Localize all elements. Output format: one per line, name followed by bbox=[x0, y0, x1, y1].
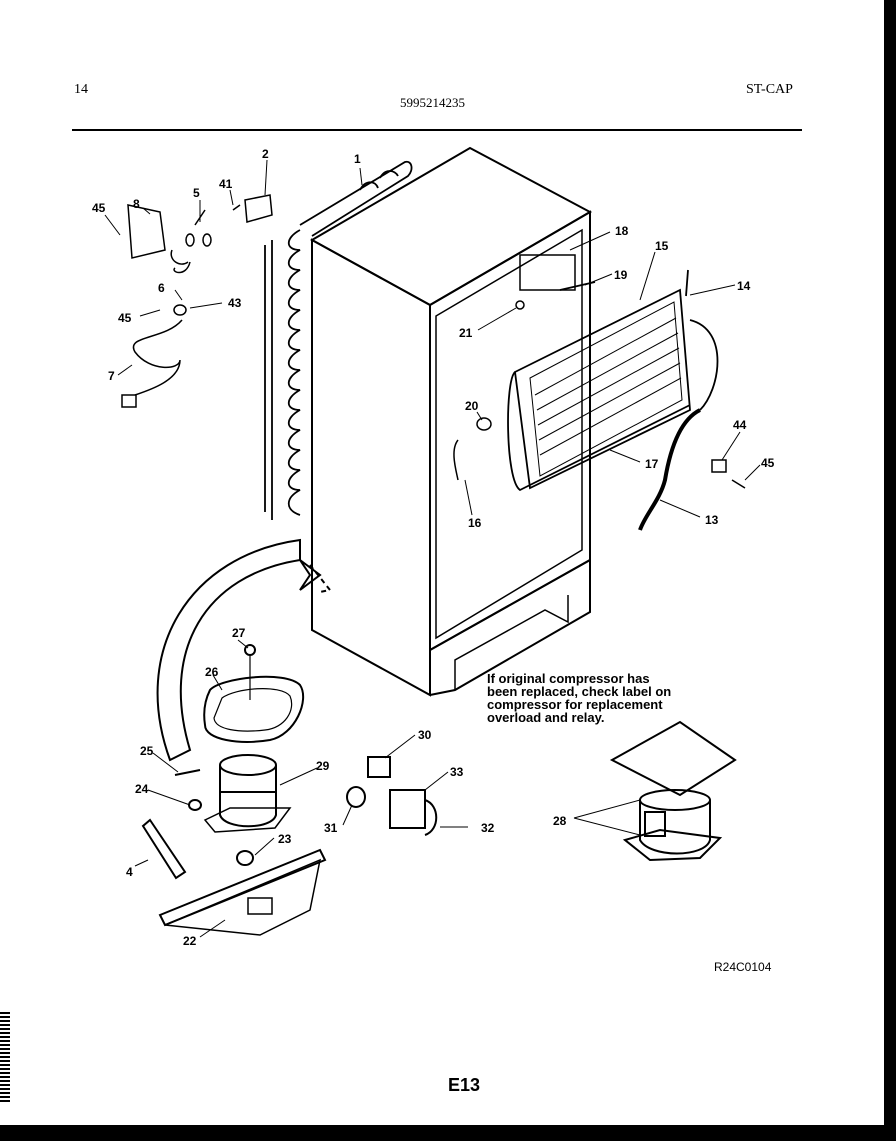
scan-edge-mark bbox=[0, 1012, 10, 1102]
callout-16: 16 bbox=[468, 516, 482, 530]
callout-7: 7 bbox=[108, 369, 115, 383]
power-cord-parts bbox=[121, 194, 273, 408]
callout-2: 2 bbox=[262, 147, 269, 161]
callout-numbers: 1 2 4 5 6 7 8 13 14 15 16 17 18 19 20 21… bbox=[92, 147, 775, 948]
condenser-coil bbox=[264, 160, 413, 520]
note-line: been replaced, check label on bbox=[487, 684, 672, 699]
callout-41: 41 bbox=[219, 177, 233, 191]
note-line: overload and relay. bbox=[487, 710, 605, 725]
drain-pan bbox=[203, 644, 305, 743]
base-parts bbox=[141, 818, 327, 936]
callout-19: 19 bbox=[614, 268, 628, 282]
callout-26: 26 bbox=[205, 665, 219, 679]
callout-45-right: 45 bbox=[761, 456, 775, 470]
header-rule bbox=[72, 129, 802, 131]
page-code: E13 bbox=[448, 1075, 481, 1095]
note-line: compressor for replacement bbox=[487, 697, 663, 712]
evaporator-assembly bbox=[507, 254, 719, 531]
compressor-replacement-note: If original compressor has been replaced… bbox=[487, 672, 727, 724]
compressor bbox=[174, 754, 292, 866]
callout-33: 33 bbox=[450, 765, 464, 779]
callout-18: 18 bbox=[615, 224, 629, 238]
callout-14: 14 bbox=[737, 279, 751, 293]
callout-24: 24 bbox=[135, 782, 149, 796]
callout-27: 27 bbox=[232, 626, 246, 640]
callout-5: 5 bbox=[193, 186, 200, 200]
callout-45-top: 45 bbox=[92, 201, 106, 215]
callout-6: 6 bbox=[158, 281, 165, 295]
callout-20: 20 bbox=[465, 399, 479, 413]
evaporator-small-parts bbox=[453, 300, 746, 489]
drain-tube bbox=[156, 538, 332, 762]
callout-23: 23 bbox=[278, 832, 292, 846]
callout-1: 1 bbox=[354, 152, 361, 166]
callout-43: 43 bbox=[228, 296, 242, 310]
callout-28: 28 bbox=[553, 814, 567, 828]
cabinet-illustration bbox=[309, 146, 593, 697]
callout-15: 15 bbox=[655, 239, 669, 253]
callout-31: 31 bbox=[324, 821, 338, 835]
page-number: 14 bbox=[74, 82, 88, 97]
callout-22: 22 bbox=[183, 934, 197, 948]
callout-4: 4 bbox=[126, 865, 133, 879]
callout-44: 44 bbox=[733, 418, 747, 432]
part-number: 5995214235 bbox=[400, 95, 465, 110]
callout-45-cord: 45 bbox=[118, 311, 132, 325]
callout-29: 29 bbox=[316, 759, 330, 773]
parts-diagram-sheet: 14 5995214235 ST-CAP bbox=[0, 0, 884, 1125]
model-code: ST-CAP bbox=[746, 82, 793, 97]
callout-8: 8 bbox=[133, 197, 140, 211]
note-line: If original compressor has bbox=[487, 671, 650, 686]
callout-25: 25 bbox=[140, 744, 154, 758]
exploded-view-drawing: 1 2 4 5 6 7 8 13 14 15 16 17 18 19 20 21… bbox=[92, 146, 775, 948]
leader-lines bbox=[104, 159, 761, 938]
replacement-compressor bbox=[609, 720, 737, 862]
callout-21: 21 bbox=[459, 326, 473, 340]
callout-17: 17 bbox=[645, 457, 659, 471]
relay-and-overload bbox=[346, 756, 438, 836]
callout-13: 13 bbox=[705, 513, 719, 527]
callout-30: 30 bbox=[418, 728, 432, 742]
callout-32: 32 bbox=[481, 821, 495, 835]
drawing-reference: R24C0104 bbox=[714, 960, 772, 974]
